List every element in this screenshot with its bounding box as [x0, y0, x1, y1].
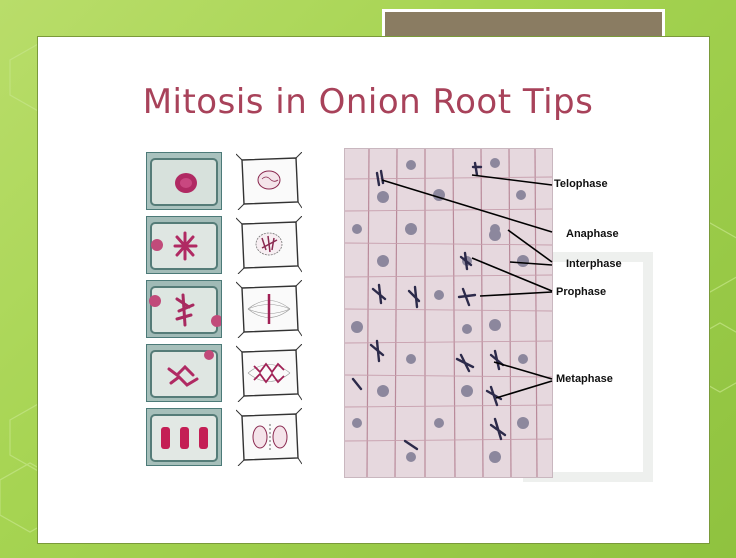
slide-title: Mitosis in Onion Root Tips — [0, 82, 736, 122]
diagram-prophase — [236, 216, 302, 274]
photo-metaphase — [146, 280, 222, 338]
diagram-telophase — [236, 408, 302, 466]
photo-interphase — [146, 152, 222, 210]
label-metaphase: Metaphase — [556, 373, 613, 385]
micrograph-onion-root-tip — [344, 148, 553, 478]
label-telophase: Telophase — [554, 178, 608, 190]
diagram-anaphase — [236, 344, 302, 402]
label-anaphase: Anaphase — [566, 228, 619, 240]
diagram-metaphase — [236, 280, 302, 338]
photo-telophase — [146, 408, 222, 466]
diagram-interphase — [236, 152, 302, 210]
photo-prophase — [146, 216, 222, 274]
label-prophase: Prophase — [556, 286, 606, 298]
label-interphase: Interphase — [566, 258, 622, 270]
photo-anaphase — [146, 344, 222, 402]
